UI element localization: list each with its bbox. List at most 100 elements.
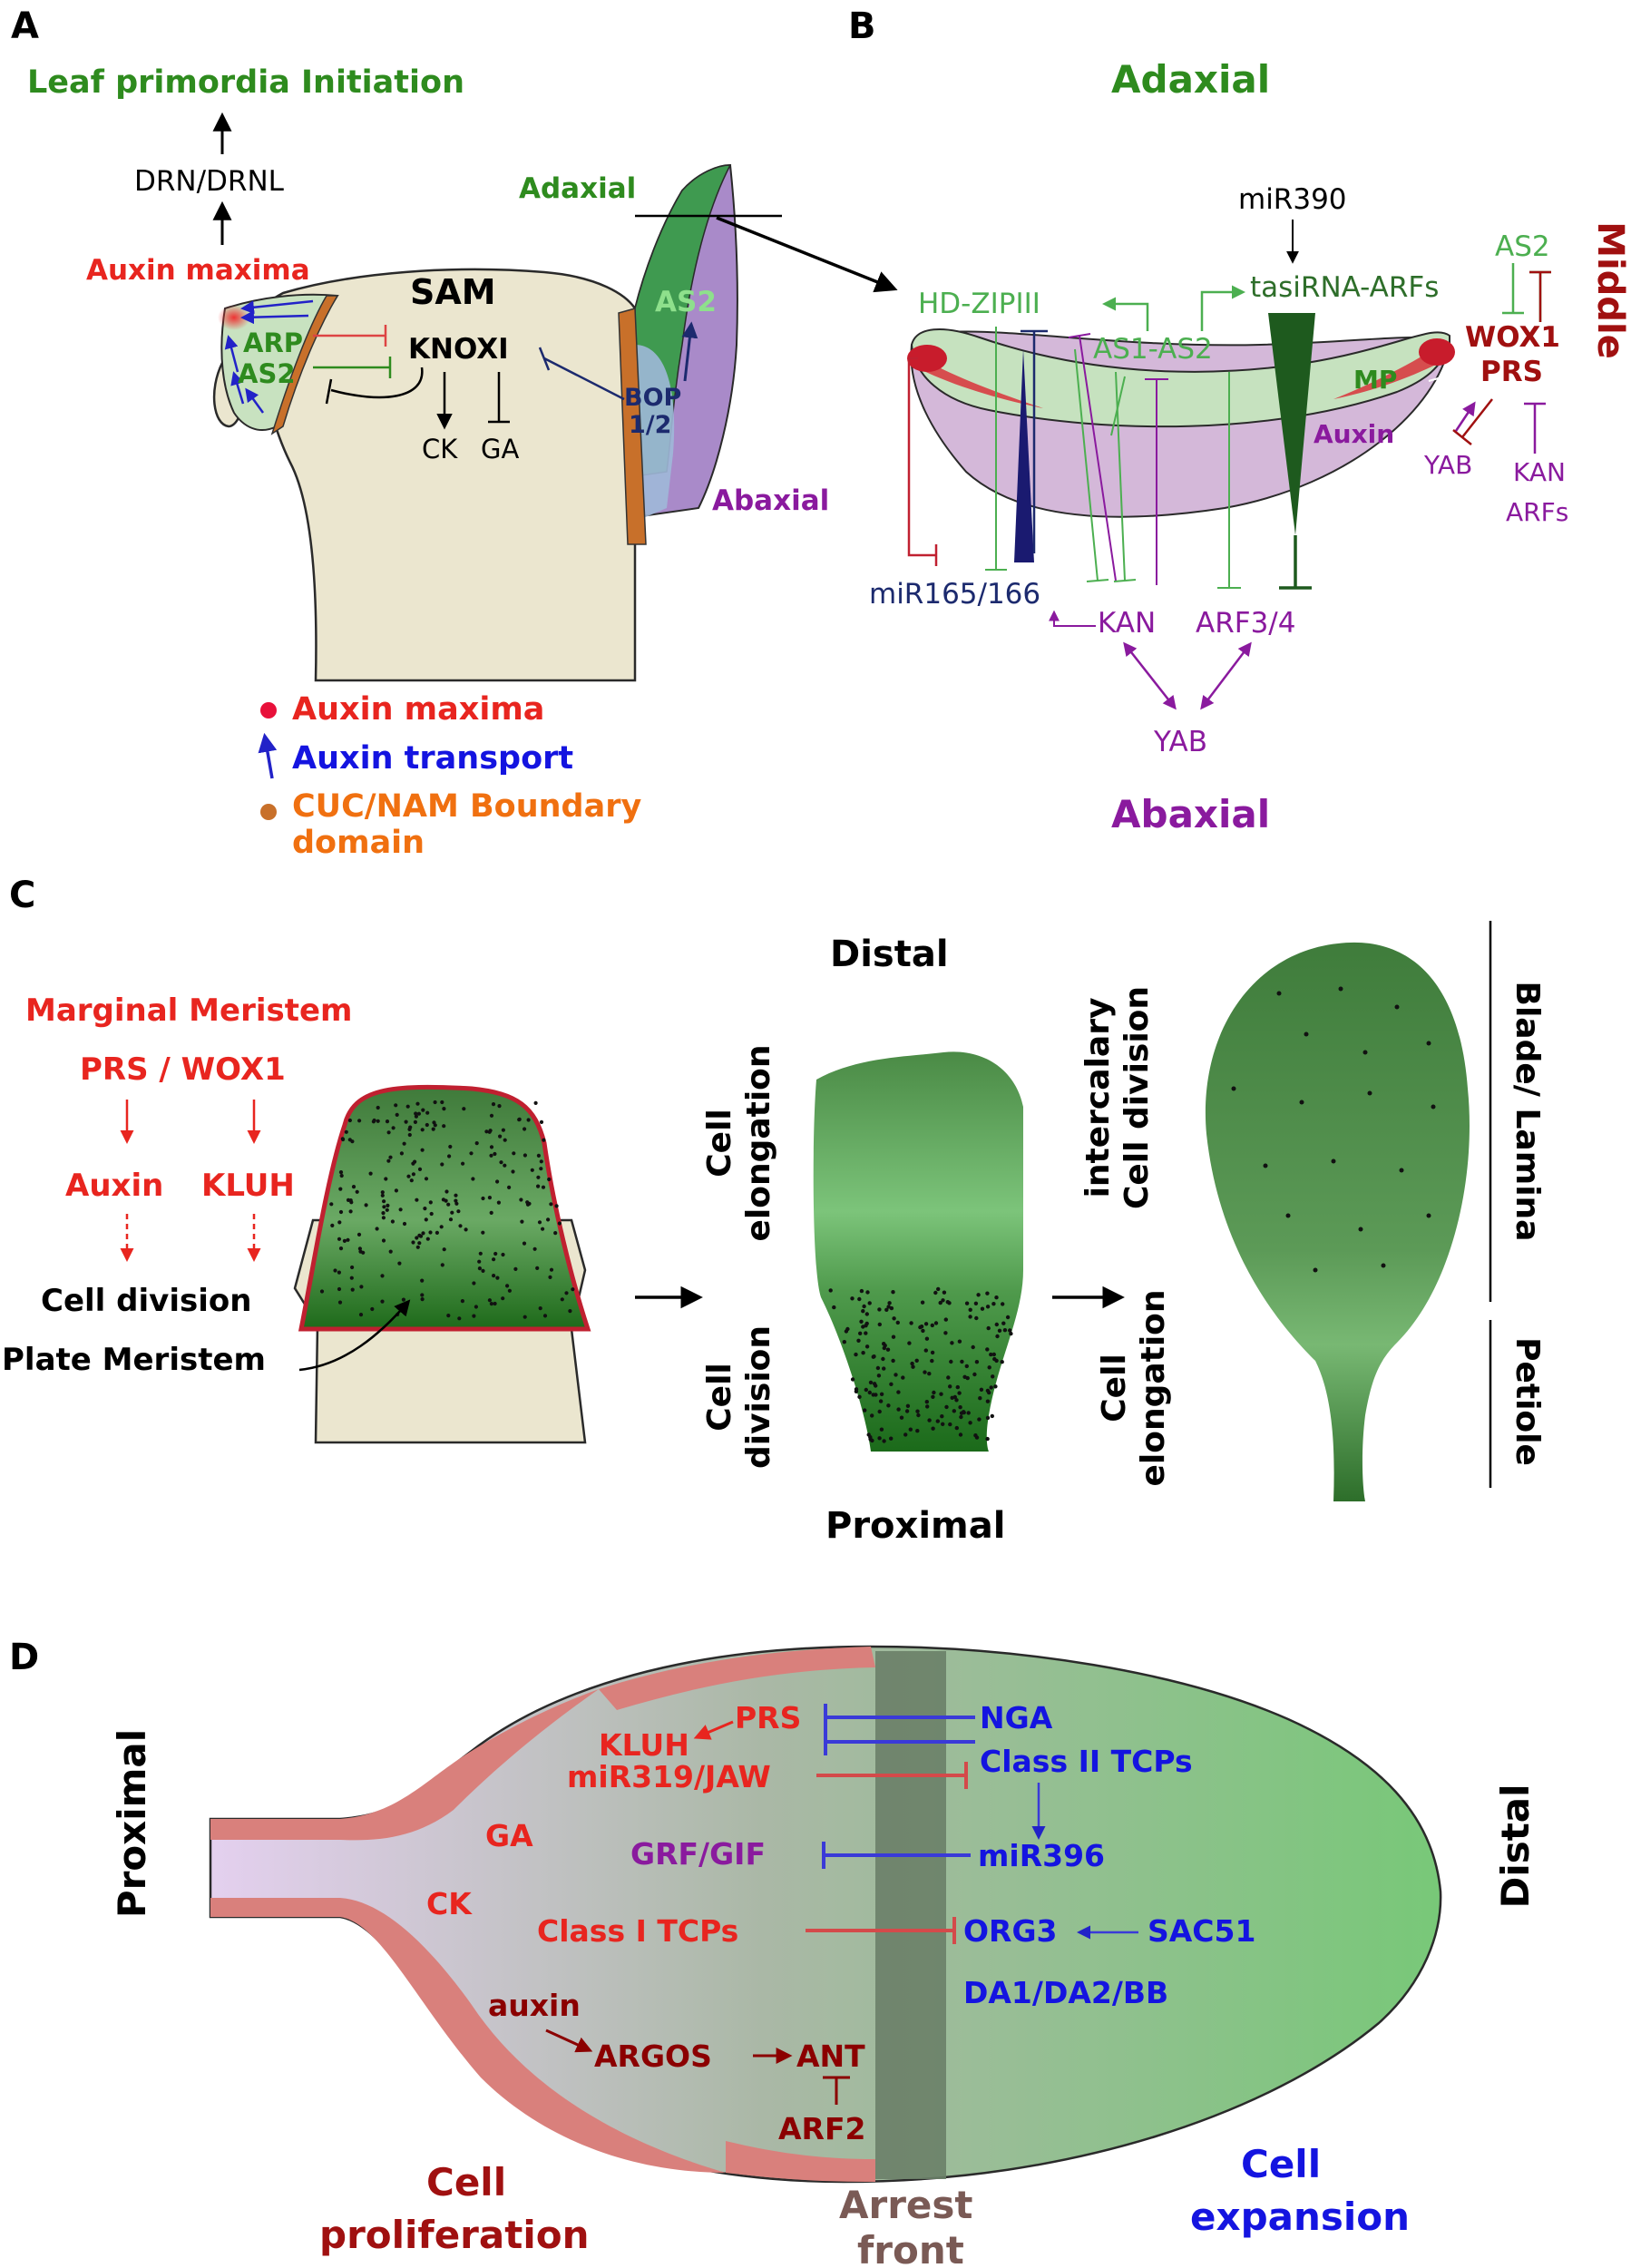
panel-c: C Marginal Meristem PRS / WOX1 Auxin KLU… <box>2 875 1546 1547</box>
tasirna-arf-inhibition <box>1279 535 1312 590</box>
legend-auxin-transport-icon <box>258 732 278 779</box>
cell-dot <box>1426 1041 1431 1046</box>
cell-dot <box>1001 1302 1005 1306</box>
tasirna-label: tasiRNA-ARFs <box>1250 271 1439 304</box>
cell-dot <box>896 1407 901 1412</box>
cell-dot <box>979 1387 984 1393</box>
cell-dot <box>931 1394 935 1400</box>
auxin-transport-arrow-2 <box>240 299 314 315</box>
mir165-hdzip-inhibition <box>1021 329 1048 553</box>
cell-expansion-2: expansion <box>1190 2195 1410 2239</box>
kluh-d-label: KLUH <box>599 1727 689 1763</box>
cell-dot <box>330 1223 335 1227</box>
cell-dot <box>517 1117 522 1121</box>
cell-dot <box>881 1356 885 1362</box>
nga-label: NGA <box>980 1700 1053 1735</box>
cell-dot <box>1367 1090 1372 1096</box>
cell-dot <box>535 1266 540 1270</box>
cell-dot <box>891 1358 895 1364</box>
cell-dot <box>941 1422 945 1427</box>
cell-dot <box>406 1174 411 1178</box>
cell-dot <box>959 1414 963 1420</box>
cell-dot <box>338 1209 344 1215</box>
cell-dot <box>972 1372 977 1377</box>
cell-dot <box>442 1107 446 1111</box>
cell-dot <box>883 1344 887 1348</box>
cell-dot <box>399 1151 404 1156</box>
cell-dot <box>464 1227 468 1232</box>
drn-drnl-label: DRN/DRNL <box>134 165 285 198</box>
cell-dot <box>1313 1267 1318 1273</box>
cell-dot <box>513 1266 518 1271</box>
blade-lamina-label: Blade/ Lamina <box>1509 982 1546 1242</box>
ga-label: GA <box>481 434 519 464</box>
cell-dot <box>933 1290 938 1295</box>
cell-dot <box>411 1161 415 1166</box>
prs-wox1-label: PRS / WOX1 <box>80 1051 286 1088</box>
c-young-leaf <box>813 1051 1023 1452</box>
yab-bottom-label: YAB <box>1153 726 1207 758</box>
cell-dot <box>413 1119 417 1124</box>
cell-dot <box>497 1104 502 1109</box>
cell-dot <box>539 1119 544 1124</box>
cell-dot <box>350 1287 355 1292</box>
cell-dot <box>523 1153 528 1158</box>
cell-division-v-word: Cell division <box>1118 986 1156 1209</box>
marginal-meristem-label: Marginal Meristem <box>25 992 352 1029</box>
cell-dot <box>348 1209 353 1214</box>
cell-dot <box>346 1237 350 1242</box>
cell-dot <box>891 1290 895 1295</box>
cell-dot <box>962 1374 967 1380</box>
cell-dot <box>923 1370 927 1374</box>
cell-dot <box>420 1148 425 1152</box>
as1as2-label: AS1-AS2 <box>1093 333 1213 366</box>
argos-label: ARGOS <box>594 2038 712 2074</box>
cell-dot <box>864 1344 870 1349</box>
as1as2-to-tasirna-arrow <box>1200 285 1245 331</box>
cell-dot <box>539 1159 543 1164</box>
intercalary-vertical: intercalary Cell division <box>1079 986 1156 1209</box>
knoxi-ga-inhibition <box>488 372 510 424</box>
cell-dot <box>889 1382 894 1387</box>
cell-dot <box>501 1296 505 1301</box>
cell-dot <box>398 1207 403 1212</box>
cell-dot <box>915 1429 920 1433</box>
cell-dot <box>440 1100 444 1105</box>
cell-dot <box>985 1415 991 1421</box>
mir396-label: miR396 <box>978 1838 1105 1873</box>
auxin-argos-arrow <box>545 2028 593 2053</box>
d-petiole-margin-bottom <box>210 1898 726 2173</box>
c-mature-leaf-cells <box>1231 986 1436 1273</box>
cell-dot <box>357 1246 362 1251</box>
cell-expansion-1: Cell <box>1241 2142 1321 2186</box>
cell-dot <box>361 1250 366 1255</box>
c-mature-leaf <box>1205 942 1470 1501</box>
legend-auxin-transport-label: Auxin transport <box>292 740 573 777</box>
cell-dot <box>1000 1360 1004 1364</box>
cell-dot <box>442 1247 446 1252</box>
plate-meristem-arrow <box>298 1299 411 1372</box>
cell-dot <box>505 1284 510 1288</box>
cell-dot <box>864 1331 868 1335</box>
cell-dot <box>395 1112 399 1117</box>
ck-label: CK <box>422 434 458 464</box>
sac51-label: SAC51 <box>1148 1913 1255 1949</box>
cell-dot <box>390 1219 395 1224</box>
cell-dot <box>923 1348 928 1353</box>
mir390-label: miR390 <box>1238 183 1347 216</box>
cell-dot <box>930 1323 935 1328</box>
middle-label: Middle <box>1589 221 1631 359</box>
b-red-bracket <box>907 357 938 566</box>
auxin-transport-arrow-4 <box>230 371 245 405</box>
c-meristem-cells <box>319 1100 575 1321</box>
cell-dot <box>439 1225 444 1229</box>
cell-dot <box>489 1113 494 1118</box>
cell-dot <box>530 1168 534 1172</box>
cell-dot <box>994 1322 1000 1327</box>
leaf-primordia-initiation-label: Leaf primordia Initiation <box>27 64 464 101</box>
cell-dot <box>355 1189 359 1194</box>
cell-dot <box>909 1321 913 1325</box>
kan-as1as2-inhibition <box>1145 378 1168 585</box>
cell-dot <box>991 1352 997 1357</box>
cell-dot <box>864 1312 869 1316</box>
